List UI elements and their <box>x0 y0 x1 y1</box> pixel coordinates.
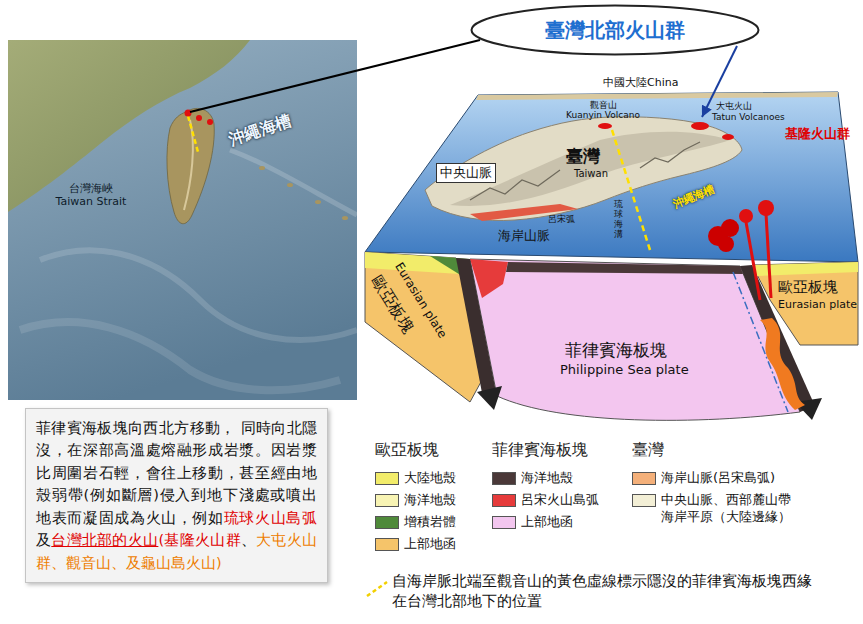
legend-swatch <box>492 516 516 529</box>
terrain-map <box>167 108 214 223</box>
legend-item: 增積岩體 <box>375 514 456 531</box>
terrain-map <box>196 115 202 121</box>
plate-label: 歐亞板塊 <box>778 278 838 296</box>
range-label: 海岸山脈 <box>498 228 550 244</box>
legend-heading: 菲律賓海板塊 <box>492 440 588 459</box>
legend-item: 海岸山脈(呂宋島弧) <box>632 470 775 487</box>
legend-item: 海洋地殼 <box>492 470 573 487</box>
terrain-map <box>287 183 293 187</box>
map-label: 沖繩海槽 <box>227 111 294 149</box>
callout-title: 臺灣北部火山群 <box>545 18 685 42</box>
volcano-label: 基隆火山群 <box>785 126 850 142</box>
plate-label: Eurasian plate <box>778 298 857 311</box>
legend-text: 大陸地殼 <box>404 470 456 487</box>
legend-text: 海洋地殼 <box>521 470 573 487</box>
legend-item: 上部地函 <box>375 536 456 553</box>
block-diagram <box>598 123 612 129</box>
legend-text: 海洋地殼 <box>404 492 456 509</box>
legend-swatch <box>375 516 399 529</box>
map-label: 台灣海峽 Taiwan Strait <box>50 182 132 208</box>
terrain-map <box>188 116 198 152</box>
legend-text: 自海岸脈北端至觀音山的黃色虛線標示隱沒的菲律賓海板塊西緣 在台灣北部地下的位置 <box>392 572 820 611</box>
block-diagram <box>760 318 805 410</box>
legend-text: 呂宋火山島弧 <box>521 492 599 509</box>
block-diagram <box>766 214 771 298</box>
terrain-map <box>8 40 357 400</box>
terrain-map <box>184 120 193 210</box>
legend-item: 自海岸脈北端至觀音山的黃色虛線標示隱沒的菲律賓海板塊西緣 在台灣北部地下的位置 <box>365 572 820 611</box>
terrain-map <box>20 322 340 390</box>
block-diagram <box>691 122 709 130</box>
terrain-map <box>259 166 265 170</box>
ellipse-outline <box>472 6 759 55</box>
place-label: 中國大陸China <box>603 76 678 89</box>
callout-ellipse: 臺灣北部火山群 <box>470 4 760 56</box>
block-diagram <box>506 262 743 274</box>
legend-text: 中央山脈、西部麓山帶 海岸平原（大陸邊緣） <box>661 492 795 526</box>
block-diagram <box>758 200 774 216</box>
block-diagram <box>477 386 502 410</box>
trough-label: 沖繩海槽 <box>671 182 717 211</box>
legend-swatch <box>375 472 399 485</box>
terrain-map <box>207 119 213 125</box>
block-diagram <box>718 236 734 252</box>
range-label: 中央山脈 <box>436 163 496 183</box>
legend-item: 海洋地殼 <box>375 492 456 509</box>
island-label: 臺灣 <box>566 146 600 166</box>
block-diagram <box>746 222 760 300</box>
arc-label: 呂宋弧 <box>548 214 575 225</box>
explanation-text: 、 <box>241 532 256 548</box>
legend-line-sample <box>367 582 387 596</box>
legend-item: 大陸地殼 <box>375 470 456 487</box>
plate-label: Philippine Sea plate <box>560 362 689 378</box>
legend-swatch <box>375 494 399 507</box>
terrain-map <box>185 110 192 117</box>
legend-item: 上部地函 <box>492 514 573 531</box>
block-diagram <box>365 92 858 262</box>
block-diagram <box>425 117 742 221</box>
legend-text: 上部地函 <box>404 536 456 553</box>
block-diagram <box>612 130 650 250</box>
block-diagram <box>365 92 858 420</box>
terrain-map <box>8 40 357 400</box>
plate-label: 菲律賓海板塊 <box>565 340 667 360</box>
leader-line <box>190 40 480 112</box>
explanation-box: 菲律賓海板塊向西北方移動， 同時向北隱沒，在深部高溫處熔融形成岩漿。因岩漿比周圍… <box>25 408 328 583</box>
explanation-text: (基隆火山群 <box>158 532 240 548</box>
legend-swatch <box>492 494 516 507</box>
legend-heading: 臺灣 <box>632 440 664 459</box>
volcano-label: Kuanyin Volcano <box>566 110 640 121</box>
terrain-map <box>315 200 321 204</box>
legend-text: 增積岩體 <box>404 514 456 531</box>
volcano-label: 觀音山 <box>590 100 617 111</box>
legend-swatch <box>375 538 399 551</box>
block-diagram <box>722 134 734 140</box>
explanation-text: 琉球火山島弧 <box>224 510 317 526</box>
block-diagram <box>721 219 739 237</box>
explanation-text: 台灣北部的火山 <box>51 532 158 548</box>
legend-item: 呂宋火山島弧 <box>492 492 599 509</box>
island-label: Taiwan <box>574 168 608 180</box>
legend-swatch <box>632 494 656 507</box>
legend-heading: 歐亞板塊 <box>375 440 439 459</box>
legend-item: 中央山脈、西部麓山帶 海岸平原（大陸邊緣） <box>632 492 795 526</box>
volcano-label: Tatun Volcanoes <box>712 112 785 123</box>
terrain-map <box>230 150 357 215</box>
legend-swatch <box>492 472 516 485</box>
volcano-label: 大屯火山 <box>716 101 752 112</box>
explanation-text: 、觀音山、及龜山島火山) <box>51 555 222 571</box>
legend-line-sample <box>365 578 389 598</box>
explanation-text: 及 <box>36 532 51 548</box>
terrain-map <box>342 216 348 220</box>
block-diagram <box>456 258 496 398</box>
block-diagram <box>476 92 838 100</box>
block-diagram <box>739 209 753 223</box>
legend-text: 海岸山脈(呂宋島弧) <box>661 470 775 487</box>
trench-label: 琉球海溝 <box>614 200 623 240</box>
legend-swatch <box>632 472 656 485</box>
legend-text: 上部地函 <box>521 514 573 531</box>
block-diagram <box>640 142 700 168</box>
